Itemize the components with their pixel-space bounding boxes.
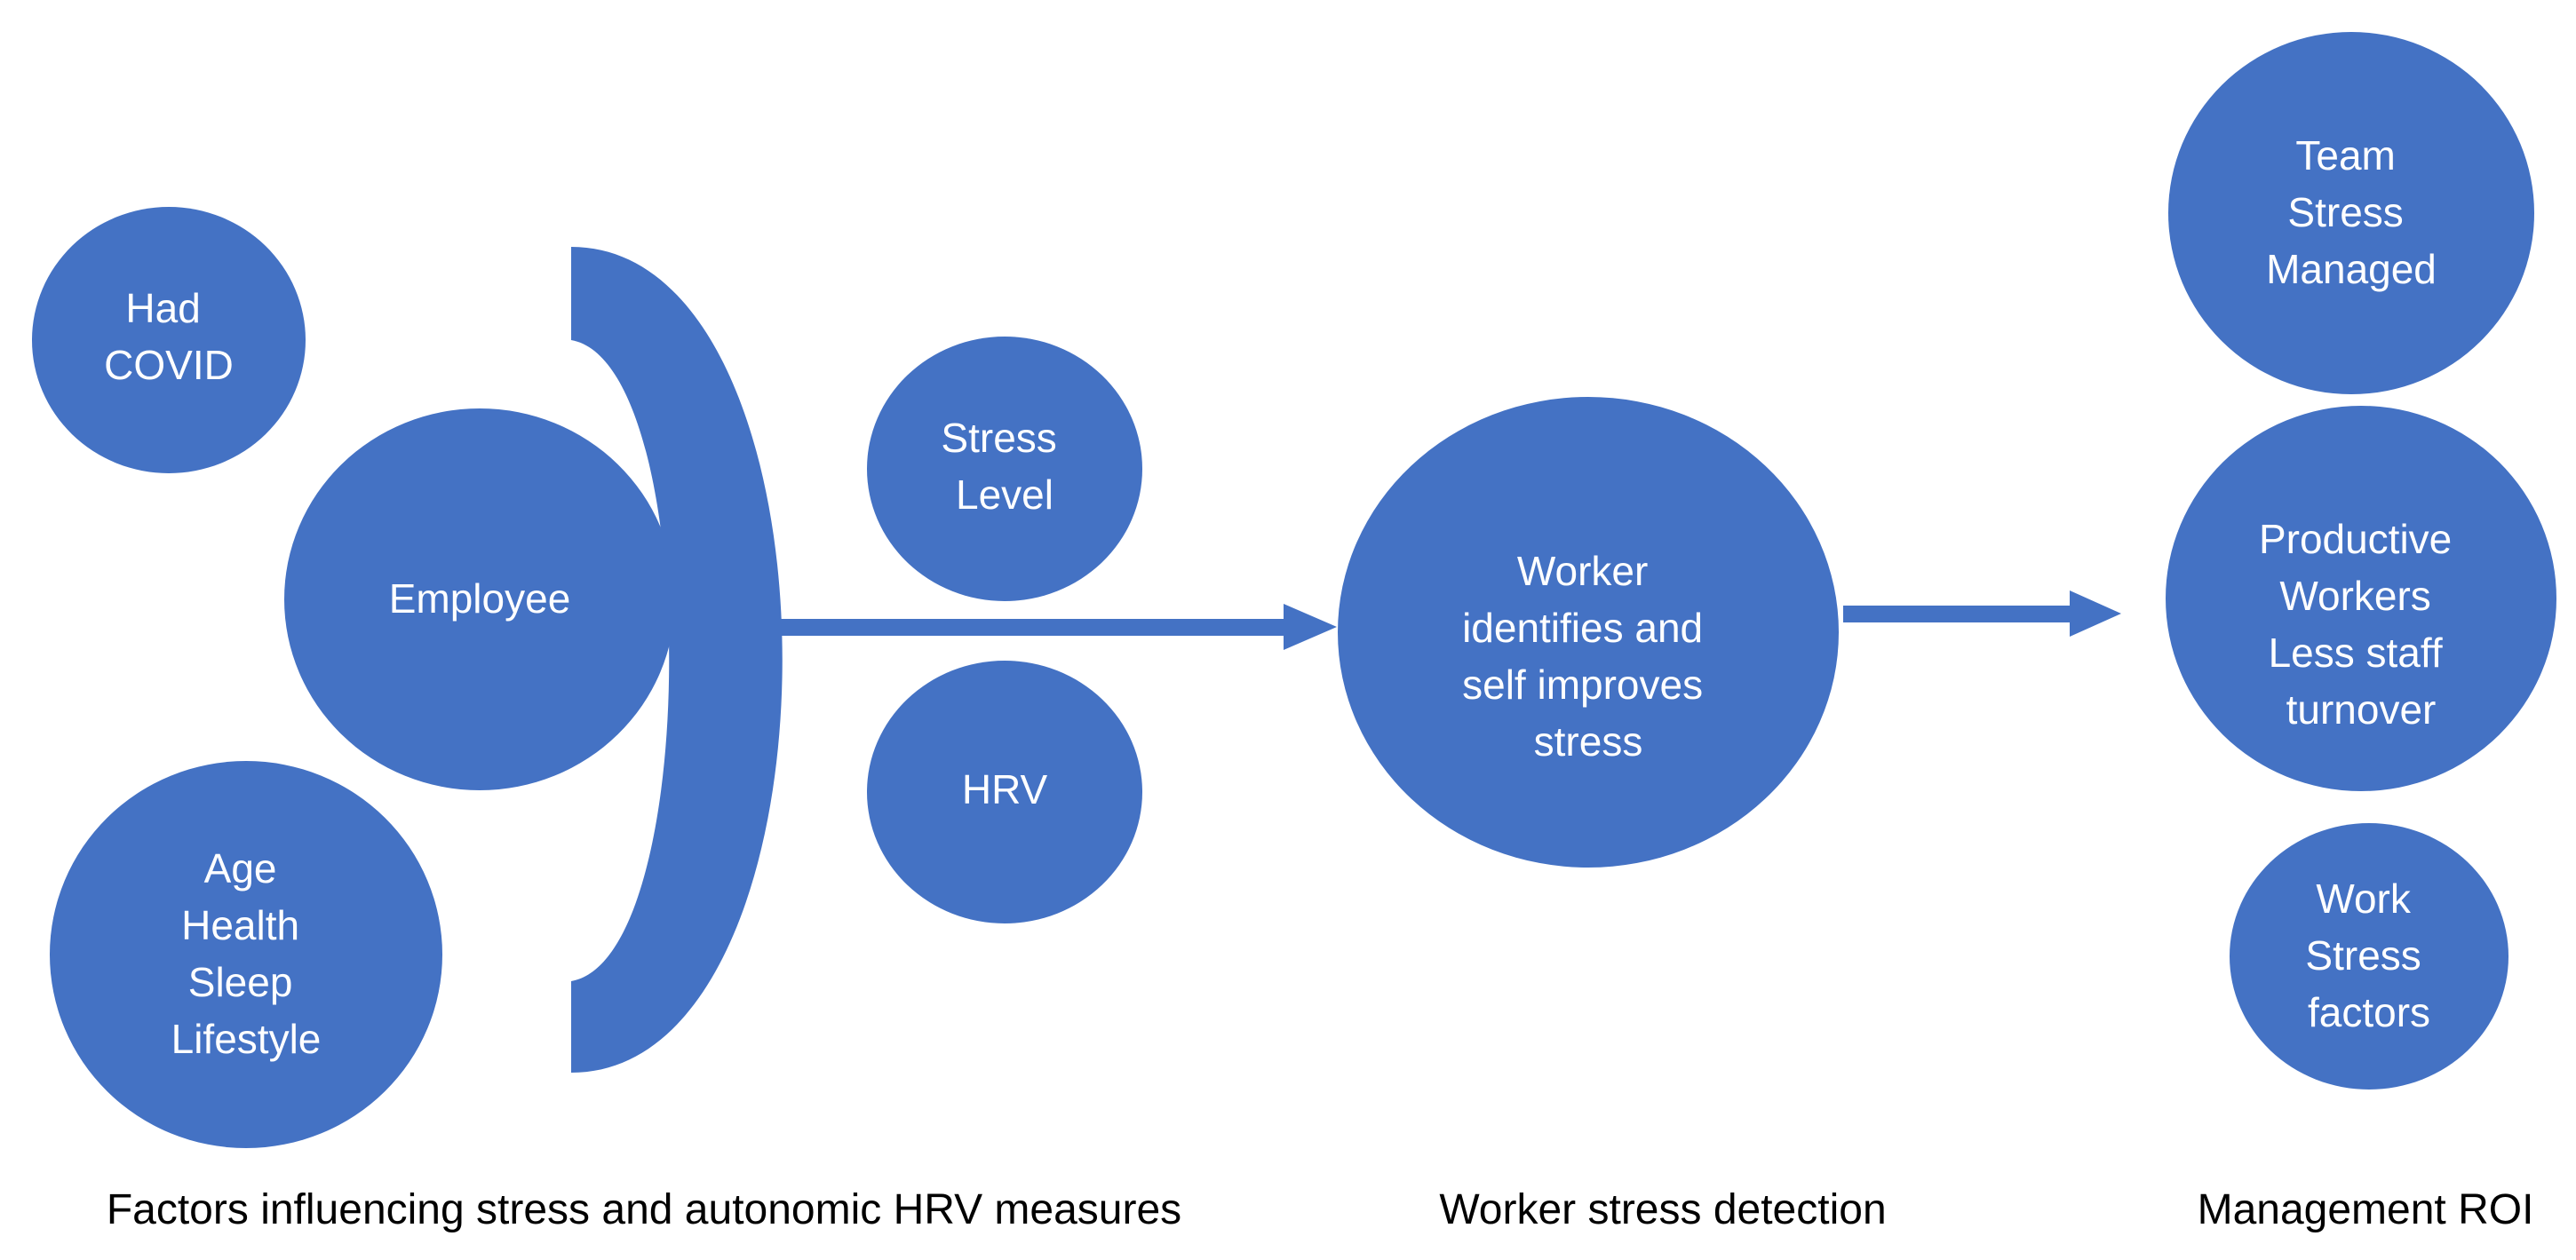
arrow-1-shaft bbox=[766, 619, 1285, 636]
caption-factors: Factors influencing stress and autonomic… bbox=[107, 1186, 1181, 1233]
team-stress-label: Team Stress Managed bbox=[2266, 132, 2437, 292]
filter-arc-shape bbox=[571, 247, 783, 1073]
employee-label: Employee bbox=[389, 575, 571, 622]
worker-identifies-circle bbox=[1338, 397, 1839, 868]
arrow-1-head bbox=[1284, 604, 1337, 650]
hrv-circle bbox=[867, 661, 1142, 923]
arrow-2-head bbox=[2070, 590, 2121, 637]
work-stress-factors-circle bbox=[2230, 823, 2508, 1090]
productive-workers-circle bbox=[2166, 406, 2556, 791]
worker-identifies-label: Worker identifies and self improves stre… bbox=[1462, 548, 1714, 765]
age-health-label: Age Health Sleep Lifestyle bbox=[171, 845, 322, 1062]
caption-management: Management ROI bbox=[2198, 1186, 2534, 1233]
work-stress-factors-label: Work Stress factors bbox=[2305, 876, 2432, 1035]
arrow-2-shaft bbox=[1843, 606, 2071, 622]
productive-workers-label: Productive Workers Less staff turnover bbox=[2259, 516, 2463, 733]
age-health-circle bbox=[50, 761, 442, 1148]
stress-level-label: Stress Level bbox=[941, 415, 1068, 518]
stress-level-circle bbox=[867, 337, 1142, 601]
had-covid-label: Had COVID bbox=[104, 285, 234, 388]
had-covid-circle bbox=[32, 207, 306, 473]
team-stress-circle bbox=[2168, 32, 2534, 394]
caption-detection: Worker stress detection bbox=[1439, 1186, 1886, 1233]
hrv-label: HRV bbox=[962, 766, 1048, 812]
employee-circle bbox=[284, 408, 675, 790]
